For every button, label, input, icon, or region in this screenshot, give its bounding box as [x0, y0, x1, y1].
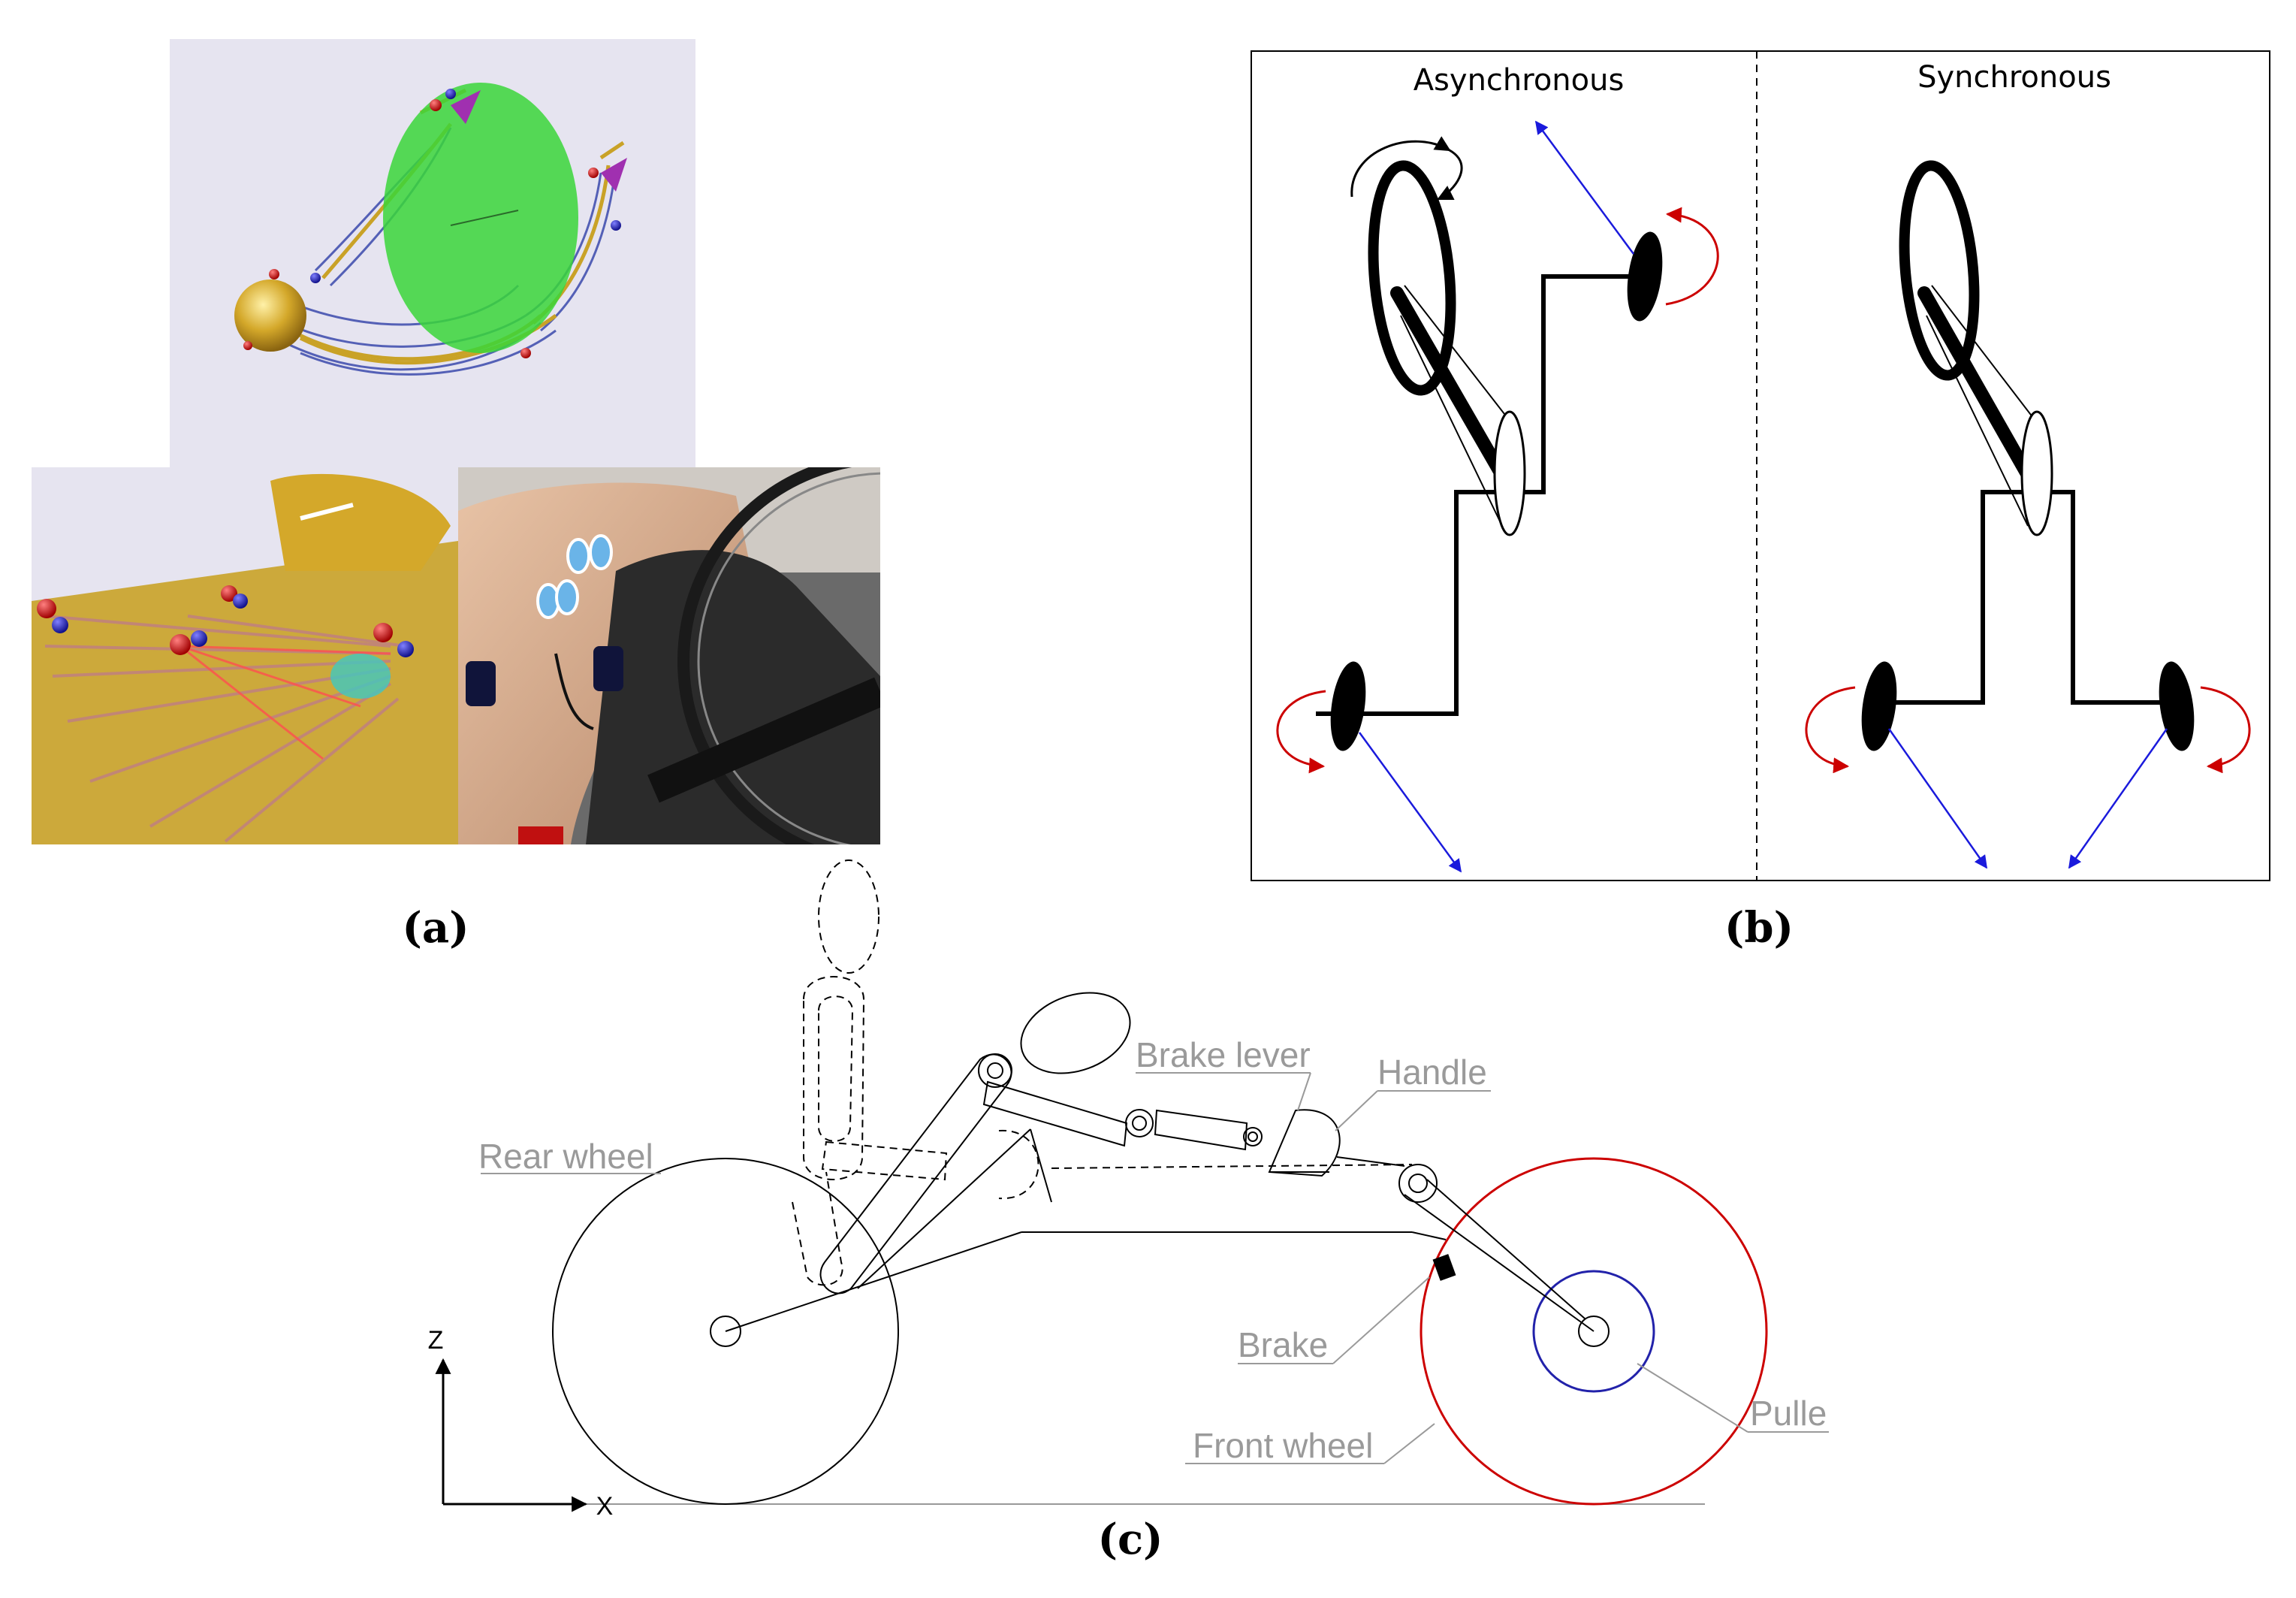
panel-b-frame	[1251, 50, 2270, 881]
force-arrow	[1358, 732, 1462, 873]
steering-rotation-arrow	[1350, 136, 1451, 198]
rider-solid	[819, 992, 1405, 1294]
handle-left	[1861, 661, 1897, 751]
wheel	[1899, 160, 1980, 381]
panel-label-c: (c)	[1097, 1515, 1163, 1564]
handle-label: Handle	[1377, 1053, 1487, 1092]
brake-block	[1432, 1254, 1456, 1281]
front-wheel-label: Front wheel	[1193, 1426, 1373, 1465]
wheel	[1368, 160, 1456, 396]
athlete-emg-photo	[458, 467, 880, 844]
shoulder-close-up-render	[32, 467, 458, 844]
rider-dashed	[792, 859, 1413, 1286]
brake-lever-label: Brake lever	[1136, 1035, 1311, 1074]
force-arrow	[1534, 120, 1635, 255]
asynchronous-crank-diagram	[1276, 120, 1719, 873]
synchronous-title: Synchronous	[1917, 60, 2111, 95]
brake-label: Brake	[1238, 1325, 1328, 1364]
handle-right	[2159, 661, 2195, 751]
z-axis-label: Z	[428, 1326, 444, 1355]
torque-arrow	[1665, 207, 1719, 306]
panel-a: (a)	[32, 39, 880, 953]
leader-lines	[481, 1072, 1829, 1464]
panel-b: Asynchronous Synchronous	[1251, 50, 2270, 953]
handle-grip	[1268, 1109, 1341, 1177]
pulley-disc	[2020, 410, 2053, 536]
force-arrow	[1887, 728, 1988, 869]
rear-wheel	[552, 1158, 899, 1505]
green-wheel-sphere	[383, 83, 578, 353]
asynchronous-title: Asynchronous	[1414, 63, 1625, 98]
synchronous-crank-diagram	[1805, 160, 2251, 869]
force-arrow	[2068, 728, 2168, 869]
rear-wheel-label: Rear wheel	[478, 1137, 653, 1176]
panel-c: Z X	[428, 859, 1829, 1564]
torque-arrow	[1805, 686, 1856, 774]
pulley-disc	[1493, 410, 1526, 536]
bike-frame	[725, 1164, 1595, 1332]
handle-left	[1330, 661, 1366, 751]
musculoskeletal-model-render	[170, 39, 695, 467]
handle-right	[1627, 231, 1663, 322]
x-axis-label: X	[596, 1492, 614, 1521]
front-wheel	[1420, 1157, 1768, 1506]
front-hub	[1578, 1316, 1610, 1347]
pulley-label: Pulle	[1750, 1394, 1827, 1433]
panel-label-a: (a)	[402, 903, 469, 953]
panel-label-b: (b)	[1724, 903, 1794, 953]
coordinate-axes: Z X	[428, 1326, 614, 1521]
pulley	[1532, 1270, 1655, 1393]
skull-head	[234, 279, 306, 352]
torque-arrow	[1276, 690, 1326, 774]
torque-arrow	[2200, 686, 2251, 774]
wheelchair-wheel	[677, 467, 852, 844]
rear-hub	[710, 1316, 741, 1347]
